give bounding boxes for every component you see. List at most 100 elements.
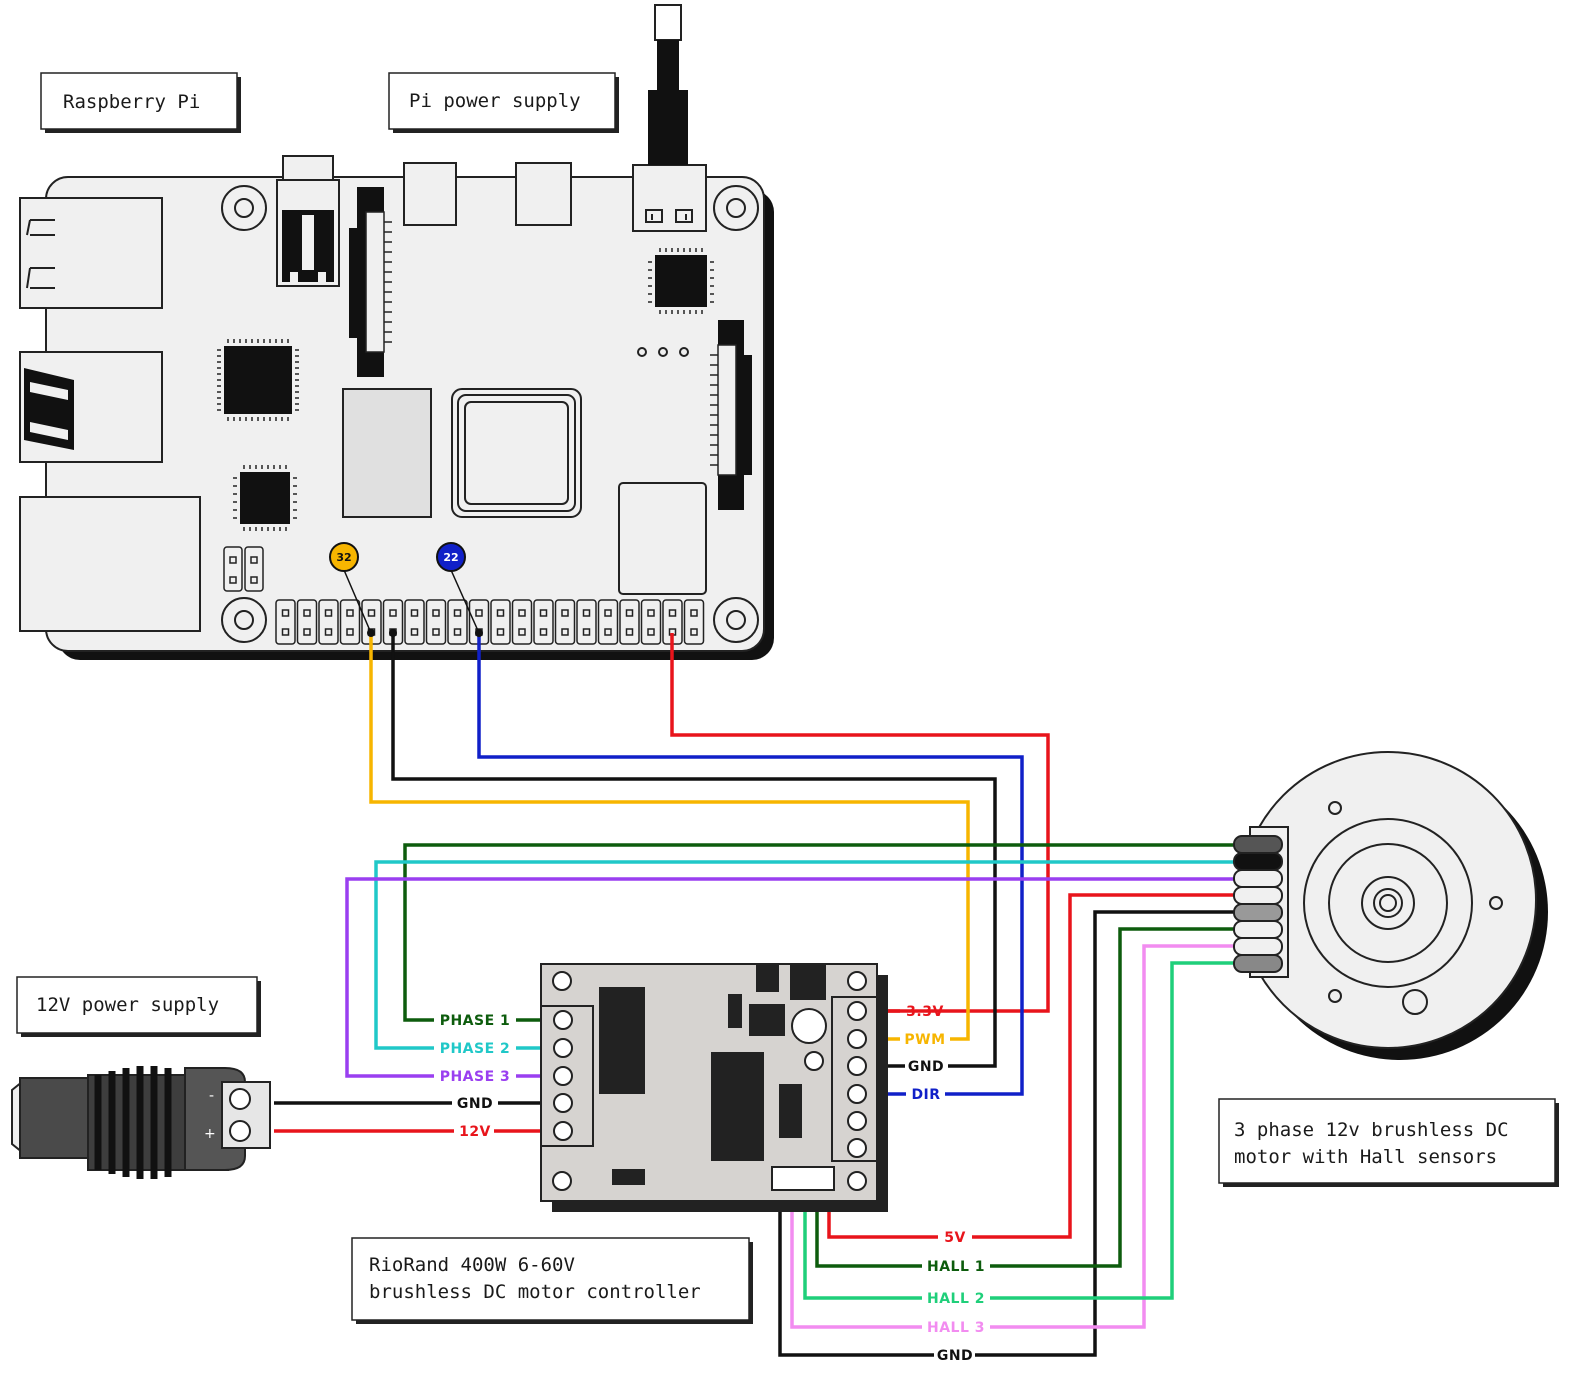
gpio-pin-pair bbox=[576, 599, 597, 645]
gpio-pin-pair bbox=[490, 599, 511, 645]
wire-gnd-hall-stub bbox=[778, 1190, 934, 1357]
gpio-pin bbox=[668, 609, 677, 617]
gpio-pin bbox=[303, 628, 311, 636]
hall-connector bbox=[771, 1166, 835, 1191]
brushless-motor bbox=[1233, 751, 1548, 1060]
status-led-icon bbox=[637, 347, 689, 357]
hdmi-port-icon bbox=[403, 162, 572, 226]
wire-gnd-hall bbox=[975, 910, 1236, 1357]
gpio-pin bbox=[367, 609, 376, 617]
gpio-pin bbox=[324, 609, 333, 617]
wire-phase3 bbox=[345, 877, 1236, 1078]
gpio-pin-pair bbox=[275, 599, 296, 645]
gpio-pin-pair bbox=[533, 599, 554, 645]
motor-connector bbox=[1233, 835, 1283, 973]
gpio-pin bbox=[410, 628, 419, 636]
5v-label: 5V bbox=[944, 1230, 966, 1246]
gpio-pin bbox=[518, 609, 526, 617]
wire-hall2-stub bbox=[803, 1190, 922, 1300]
gpio-pin-pair bbox=[447, 599, 468, 645]
gpio-pin bbox=[303, 609, 311, 617]
gpio-pin bbox=[496, 628, 505, 636]
gpio-pin bbox=[539, 628, 548, 636]
gpio-pin bbox=[647, 609, 655, 617]
gpio-pin bbox=[324, 628, 333, 636]
terminal-block-right bbox=[831, 996, 878, 1162]
motor-label-box: 3 phase 12v brushless DC motor with Hall… bbox=[1218, 1098, 1559, 1187]
raspberry-pi-board bbox=[19, 155, 774, 660]
hall1-label: HALL 1 bbox=[927, 1259, 985, 1275]
gpio-pin bbox=[432, 628, 440, 636]
phase3-label: PHASE 3 bbox=[440, 1069, 511, 1085]
svg-text:32: 32 bbox=[336, 551, 351, 564]
pi-power-label-box: Pi power supply bbox=[388, 72, 619, 133]
dir-label: DIR bbox=[911, 1087, 940, 1103]
12v-label: 12V bbox=[459, 1124, 491, 1140]
gpio-pin bbox=[496, 609, 505, 617]
pwm-label: PWM bbox=[904, 1032, 945, 1048]
gpio-pin bbox=[346, 609, 354, 617]
gpio-pin bbox=[690, 609, 698, 617]
gpio-pin bbox=[604, 628, 612, 636]
gpio-pin bbox=[604, 609, 612, 617]
gpio-pin bbox=[647, 628, 655, 636]
gpio-pin-pair bbox=[511, 599, 533, 645]
wire-hall1 bbox=[990, 927, 1236, 1268]
gpio-pin bbox=[561, 609, 569, 617]
controller-label-line2: brushless DC motor controller bbox=[369, 1281, 701, 1303]
minus-terminal-label: - bbox=[209, 1088, 214, 1104]
wire-labels: PHASE 1 PHASE 2 PHASE 3 GND 12V 3.3V PWM… bbox=[440, 1004, 985, 1364]
3v3-label: 3.3V bbox=[906, 1004, 944, 1020]
display-connector-icon bbox=[710, 320, 752, 510]
gpio-pin bbox=[453, 628, 462, 636]
chip-icon bbox=[217, 248, 714, 531]
controller-label-line1: RioRand 400W 6-60V bbox=[369, 1254, 575, 1276]
pi-power-cable bbox=[648, 4, 688, 165]
gpio-pin-pair bbox=[640, 599, 662, 645]
wifi-module-icon bbox=[618, 482, 707, 595]
wire-phase1 bbox=[403, 843, 1236, 1022]
usb-c-port-icon bbox=[632, 164, 707, 232]
gpio-pin bbox=[432, 609, 440, 617]
wire-3v3 bbox=[670, 633, 1050, 1013]
gpio-pin-pair bbox=[425, 599, 447, 645]
gpio-pin bbox=[410, 609, 419, 617]
gnd-signal-label: GND bbox=[908, 1059, 944, 1075]
gpio-pin bbox=[346, 628, 354, 636]
wire-gnd-signal bbox=[391, 633, 997, 1068]
gpio-pin bbox=[539, 609, 548, 617]
power-supply-12v-label: 12V power supply bbox=[36, 994, 219, 1016]
gpio-pin bbox=[690, 628, 698, 636]
gpio-header bbox=[275, 599, 705, 645]
plus-terminal-label: + bbox=[204, 1126, 216, 1142]
wire-hall3-stub bbox=[790, 1190, 922, 1329]
gpio-pin bbox=[625, 609, 634, 617]
jumper-header-icon bbox=[223, 546, 264, 592]
gpio-pin bbox=[561, 628, 569, 636]
wires bbox=[274, 633, 1236, 1357]
raspberry-pi-label: Raspberry Pi bbox=[63, 91, 200, 113]
gpio-pin bbox=[582, 609, 591, 617]
pin-22-badge: 22 bbox=[436, 542, 466, 572]
gpio-pin bbox=[281, 609, 290, 617]
gpio-pin bbox=[453, 609, 462, 617]
gpio-pin-pair bbox=[318, 599, 339, 645]
gpio-pin-pair bbox=[619, 599, 640, 645]
svg-text:22: 22 bbox=[443, 551, 458, 564]
raspberry-pi-label-box: Raspberry Pi bbox=[40, 72, 241, 133]
terminal-screw-icon bbox=[553, 1010, 573, 1141]
mounting-hole-icon bbox=[221, 185, 759, 643]
pin-32-badge: 32 bbox=[329, 542, 359, 572]
gnd-power-label: GND bbox=[457, 1096, 493, 1112]
gpio-pin-pair bbox=[296, 599, 318, 645]
controller-label-box: RioRand 400W 6-60V brushless DC motor co… bbox=[351, 1237, 753, 1324]
wire-phase2 bbox=[374, 860, 1236, 1050]
phase2-label: PHASE 2 bbox=[440, 1041, 511, 1057]
gpio-pin-pair bbox=[404, 599, 425, 645]
gpio-pin bbox=[582, 628, 591, 636]
gpio-pin bbox=[389, 609, 397, 617]
wire-dir bbox=[477, 633, 1024, 1096]
gpio-pin bbox=[518, 628, 526, 636]
gpio-pin-pair bbox=[554, 599, 576, 645]
